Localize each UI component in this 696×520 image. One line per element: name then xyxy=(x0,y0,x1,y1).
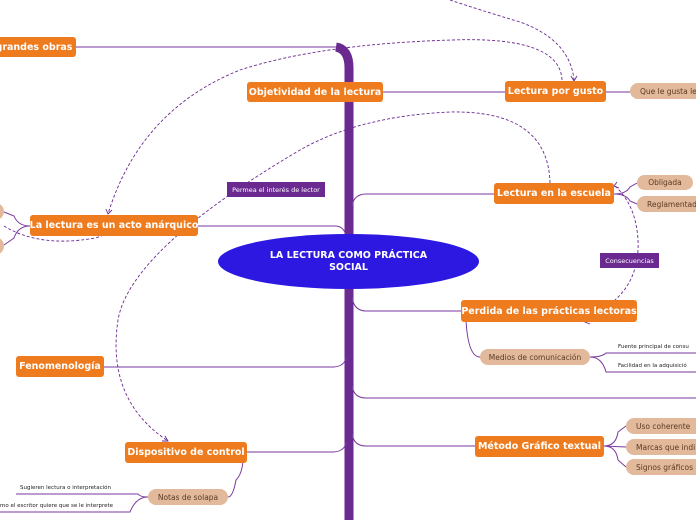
topic-label: grandes obras xyxy=(0,41,73,53)
topic-label: Perdida de las prácticas lectoras xyxy=(461,305,637,317)
arrowhead-anarquico xyxy=(105,208,113,215)
relationship-escuela-dispositivo xyxy=(115,111,551,442)
subtopic-label: Obligada xyxy=(648,178,682,187)
topic-label: Fenomenología xyxy=(19,361,101,372)
topic-label: Objetividad de la lectura xyxy=(248,86,382,98)
connector-facilidad xyxy=(589,356,696,373)
central-topic-line1: LA LECTURA COMO PRÁCTICA xyxy=(269,249,428,261)
connector-acto-sub1 xyxy=(3,211,31,227)
relationship-label-text: Permea el interés de lector xyxy=(232,185,320,194)
leaf-facilidad[interactable]: Facilidad en la adquisició xyxy=(618,363,687,369)
relationship-label-consecuencias[interactable]: Consecuencias xyxy=(600,253,659,268)
connector-escritor xyxy=(0,496,149,513)
topic-grandes-obras[interactable]: grandes obras xyxy=(0,37,76,57)
branch-fenomenologia xyxy=(104,356,347,368)
leaf-sugieren[interactable]: Sugieren lectura o interpretación xyxy=(20,485,111,491)
subtopic-label: Reglamentad xyxy=(647,199,696,209)
branch-dispositivo xyxy=(247,441,347,453)
relationship-top-loop xyxy=(449,0,575,81)
topic-acto-anarquico[interactable]: La lectura es un acto anárquico xyxy=(30,215,198,236)
relationship-label-permea[interactable]: Permea el interés de lector xyxy=(227,182,325,197)
subtopic-label: Signos gráficos xyxy=(636,462,694,472)
leaf-fuente-principal[interactable]: Fuente principal de consu xyxy=(618,344,689,350)
subtopic-label: Medios de comunicación xyxy=(488,352,582,362)
leaf-como-escritor[interactable]: mo el escritor quiere que se le interpre… xyxy=(0,503,114,509)
connector-fuente xyxy=(589,352,696,358)
subtopic-clipped-1[interactable] xyxy=(0,203,4,220)
topic-perdida-practicas[interactable]: Perdida de las prácticas lectoras xyxy=(461,300,637,322)
topic-label: Método Gráfico textual xyxy=(477,441,602,452)
subtopic-label: Notas de solapa xyxy=(157,492,219,502)
connector-obligada xyxy=(613,182,638,195)
relationship-label-text: Consecuencias xyxy=(605,256,654,265)
subtopic-label: Marcas que indi xyxy=(636,442,696,452)
subtopic-signos-graficos[interactable]: Signos gráficos xyxy=(626,459,696,475)
topic-dispositivo-control[interactable]: Dispositivo de control xyxy=(125,442,247,463)
connector-signos xyxy=(603,445,627,468)
topic-objetividad[interactable]: Objetividad de la lectura xyxy=(247,82,383,102)
subtopic-notas-solapa[interactable]: Notas de solapa xyxy=(148,489,228,505)
connector-reglamentada xyxy=(613,193,638,205)
central-topic[interactable]: LA LECTURA COMO PRÁCTICA SOCIAL xyxy=(218,234,479,289)
topic-label: Dispositivo de control xyxy=(127,447,245,458)
topic-lectura-escuela[interactable]: Lectura en la escuela xyxy=(494,183,614,204)
branch-empty xyxy=(351,385,696,399)
subtopic-medios-comunicacion[interactable]: Medios de comunicación xyxy=(480,349,590,365)
relationship-gusto-anarquico xyxy=(107,39,563,215)
branch-metodo xyxy=(351,433,475,447)
topic-label: Lectura en la escuela xyxy=(497,188,611,199)
subtopic-reglamentada[interactable]: Reglamentad xyxy=(637,196,696,212)
central-topic-line2: SOCIAL xyxy=(329,261,368,273)
connector-acto-sub2 xyxy=(3,225,31,246)
subtopic-label: Que le gusta le xyxy=(640,86,696,96)
branch-lectura-escuela xyxy=(351,193,494,207)
branch-perdida xyxy=(351,296,461,312)
subtopic-label: Uso coherente xyxy=(636,421,691,431)
connector-notas xyxy=(227,460,244,498)
main-trunk xyxy=(334,42,354,520)
arrowhead-escuela xyxy=(613,181,620,189)
subtopic-obligada[interactable]: Obligada xyxy=(637,175,693,190)
topic-lectura-por-gusto[interactable]: Lectura por gusto xyxy=(505,81,606,102)
relationship-perdida-escuela xyxy=(613,185,639,302)
subtopic-clipped-2[interactable] xyxy=(0,237,4,255)
topic-label: Lectura por gusto xyxy=(507,86,604,97)
topic-fenomenologia[interactable]: Fenomenología xyxy=(16,356,104,377)
topic-label: La lectura es un acto anárquico xyxy=(30,220,198,231)
connector-sugieren xyxy=(16,493,149,498)
topic-metodo-grafico[interactable]: Método Gráfico textual xyxy=(475,436,604,457)
connector-medios xyxy=(465,319,481,358)
subtopic-marcas[interactable]: Marcas que indi xyxy=(626,439,696,455)
arrowhead-dispositivo xyxy=(162,435,169,442)
connector-uso xyxy=(603,425,627,447)
subtopic-uso-coherente[interactable]: Uso coherente xyxy=(626,418,696,434)
subtopic-que-le-gusta[interactable]: Que le gusta le xyxy=(630,83,696,99)
